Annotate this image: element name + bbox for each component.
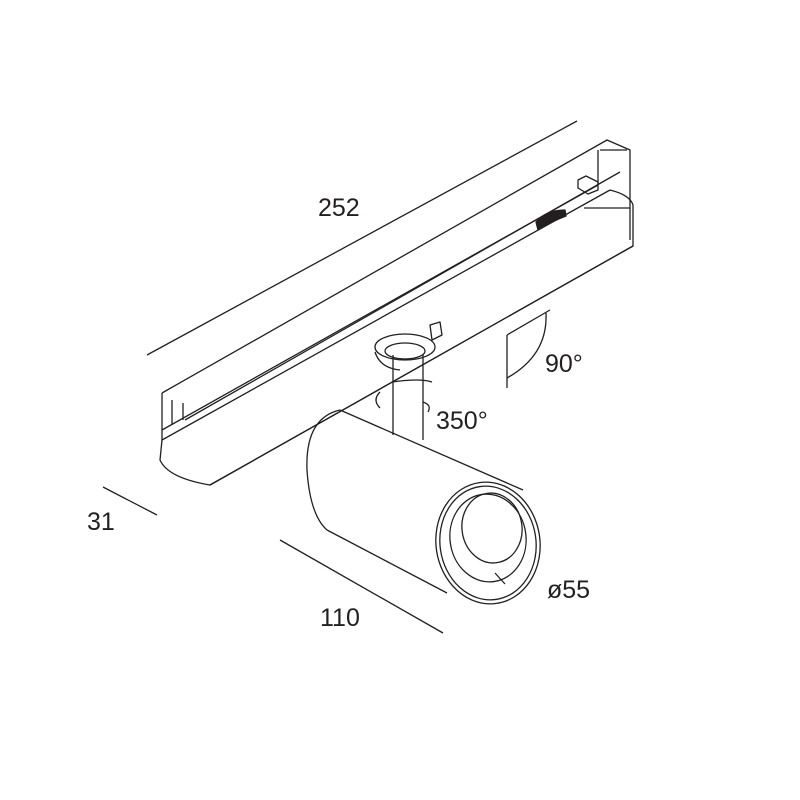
track-adapter bbox=[159, 139, 634, 486]
dimension-label-height: 31 bbox=[87, 508, 115, 536]
spotlight-head bbox=[306, 409, 541, 605]
tilt-angle-label: 90° bbox=[545, 350, 583, 378]
dimension-label-body-length: 110 bbox=[320, 604, 360, 632]
dimension-line-110 bbox=[279, 539, 444, 634]
dimension-line-31 bbox=[102, 486, 158, 516]
dimension-line-252 bbox=[146, 120, 578, 356]
rotation-mount bbox=[374, 321, 443, 440]
tilt-angle-symbol bbox=[506, 309, 551, 388]
dimension-label-diameter: ø55 bbox=[547, 576, 591, 604]
dimension-label-length: 252 bbox=[318, 194, 360, 222]
rotation-angle-label: 350° bbox=[436, 407, 488, 435]
